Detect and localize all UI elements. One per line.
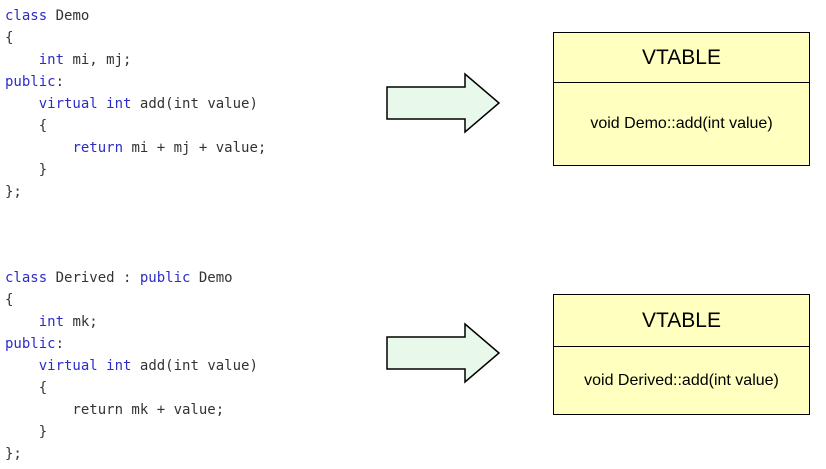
code-block-demo: class Demo{ int mi, mj;public: virtual i…: [5, 5, 266, 203]
vtable-entry: void Demo::add(int value): [590, 115, 773, 132]
code-line: int mk;: [5, 311, 258, 333]
code-keyword: public: [5, 336, 56, 352]
code-text: {: [5, 118, 48, 134]
code-text: [5, 52, 39, 68]
code-line: {: [5, 289, 258, 311]
code-text: [5, 358, 39, 374]
vtable-derived: VTABLE void Derived::add(int value): [553, 294, 810, 415]
code-line: {: [5, 27, 266, 49]
code-keyword: int: [38, 314, 65, 330]
code-line: }: [5, 159, 266, 181]
code-keyword: int: [106, 96, 132, 112]
code-line: class Demo: [5, 5, 266, 27]
code-keyword: virtual: [38, 358, 98, 374]
code-text: {: [5, 30, 14, 46]
code-line: public:: [5, 333, 258, 355]
code-block-derived: class Derived : public Demo{ int mk;publ…: [5, 267, 258, 465]
vtable-title: VTABLE: [554, 295, 809, 347]
code-keyword: int: [38, 52, 65, 68]
code-text: [5, 314, 39, 330]
code-text: [98, 96, 106, 112]
code-keyword: public: [5, 74, 56, 90]
code-text: [5, 96, 39, 112]
code-line: }: [5, 421, 258, 443]
code-line: class Derived : public Demo: [5, 267, 258, 289]
code-text: Derived :: [47, 270, 140, 286]
code-text: };: [5, 446, 22, 462]
vtable-entry: void Derived::add(int value): [584, 371, 779, 389]
code-text: mi, mj;: [64, 52, 132, 68]
code-line: virtual int add(int value): [5, 93, 266, 115]
code-line: {: [5, 377, 258, 399]
code-line: virtual int add(int value): [5, 355, 258, 377]
code-line: return mk + value;: [5, 399, 258, 421]
code-text: }: [5, 424, 48, 440]
right-arrow-icon: [386, 72, 501, 134]
code-keyword: return: [72, 140, 124, 156]
code-text: add(int value): [131, 96, 258, 112]
code-text: };: [5, 184, 22, 200]
code-keyword: class: [5, 270, 48, 286]
vtable-title: VTABLE: [554, 33, 809, 83]
code-keyword: int: [106, 358, 132, 374]
right-arrow-icon: [386, 322, 501, 384]
code-line: {: [5, 115, 266, 137]
code-text: [5, 140, 72, 156]
code-text: [98, 358, 106, 374]
code-line: int mi, mj;: [5, 49, 266, 71]
code-text: mk;: [64, 314, 98, 330]
code-keyword: class: [5, 8, 48, 24]
code-line: return mi + mj + value;: [5, 137, 266, 159]
vtable-demo: VTABLE void Demo::add(int value): [553, 32, 810, 166]
code-text: mi + mj + value;: [123, 140, 267, 156]
code-text: return mk + value;: [5, 402, 225, 418]
code-line: };: [5, 443, 258, 465]
code-text: {: [5, 292, 14, 308]
code-keyword: public: [139, 270, 191, 286]
code-line: public:: [5, 71, 266, 93]
code-line: };: [5, 181, 266, 203]
code-text: Demo: [47, 8, 90, 24]
code-keyword: virtual: [38, 96, 98, 112]
code-text: {: [5, 380, 48, 396]
code-text: }: [5, 162, 48, 178]
code-text: add(int value): [131, 358, 258, 374]
code-text: :: [55, 74, 65, 90]
code-text: :: [55, 336, 65, 352]
code-text: Demo: [190, 270, 233, 286]
